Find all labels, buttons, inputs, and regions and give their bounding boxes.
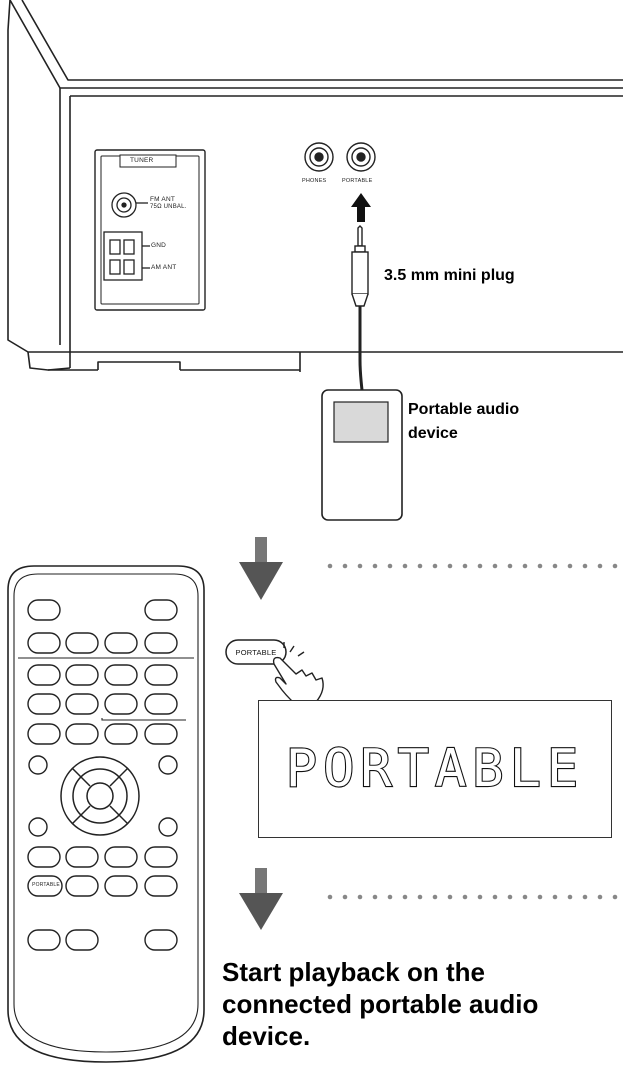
pointing-hand-icon — [272, 642, 324, 709]
am-ant-label: AM ANT — [151, 264, 177, 271]
front-display: PORTABLE — [258, 700, 612, 838]
portable-device-label: Portable audio device — [408, 398, 608, 446]
flow-arrow-1 — [239, 537, 283, 600]
dotted-line-1 — [327, 563, 618, 569]
remote-dpad — [60, 756, 140, 836]
instruction-text: Start playback on the connected portable… — [222, 957, 539, 1051]
fm-ant-sublabel: 75Ω UNBAL. — [150, 204, 187, 210]
portable-jack-label: PORTABLE — [342, 178, 373, 184]
portable-device — [321, 389, 403, 521]
insert-arrow — [351, 193, 371, 222]
fm-antenna-jack — [111, 192, 148, 218]
fm-ant-label: FM ANT — [150, 196, 176, 203]
audio-cable — [358, 306, 364, 391]
antenna-terminal-block — [103, 231, 150, 281]
portable-device-label-line2: device — [408, 425, 458, 442]
phones-jack — [304, 142, 334, 172]
flow-arrow-2 — [239, 868, 283, 930]
remote-buttons — [27, 599, 178, 951]
remote-portable-label: PORTABLE — [32, 882, 60, 888]
gnd-label: GND — [151, 242, 167, 249]
tuner-panel — [94, 149, 206, 311]
portable-press-button — [225, 639, 287, 665]
tuner-title: TUNER — [130, 157, 154, 164]
press-button-label: PORTABLE — [235, 648, 277, 657]
portable-device-label-line1: Portable audio — [408, 401, 520, 418]
phones-label: PHONES — [302, 178, 327, 184]
dotted-line-2 — [327, 894, 618, 900]
portable-jack — [346, 142, 376, 172]
mini-plug — [351, 225, 369, 307]
display-text: PORTABLE — [285, 738, 585, 800]
main-unit — [7, 0, 623, 372]
mini-plug-label: 3.5 mm mini plug — [384, 267, 515, 284]
